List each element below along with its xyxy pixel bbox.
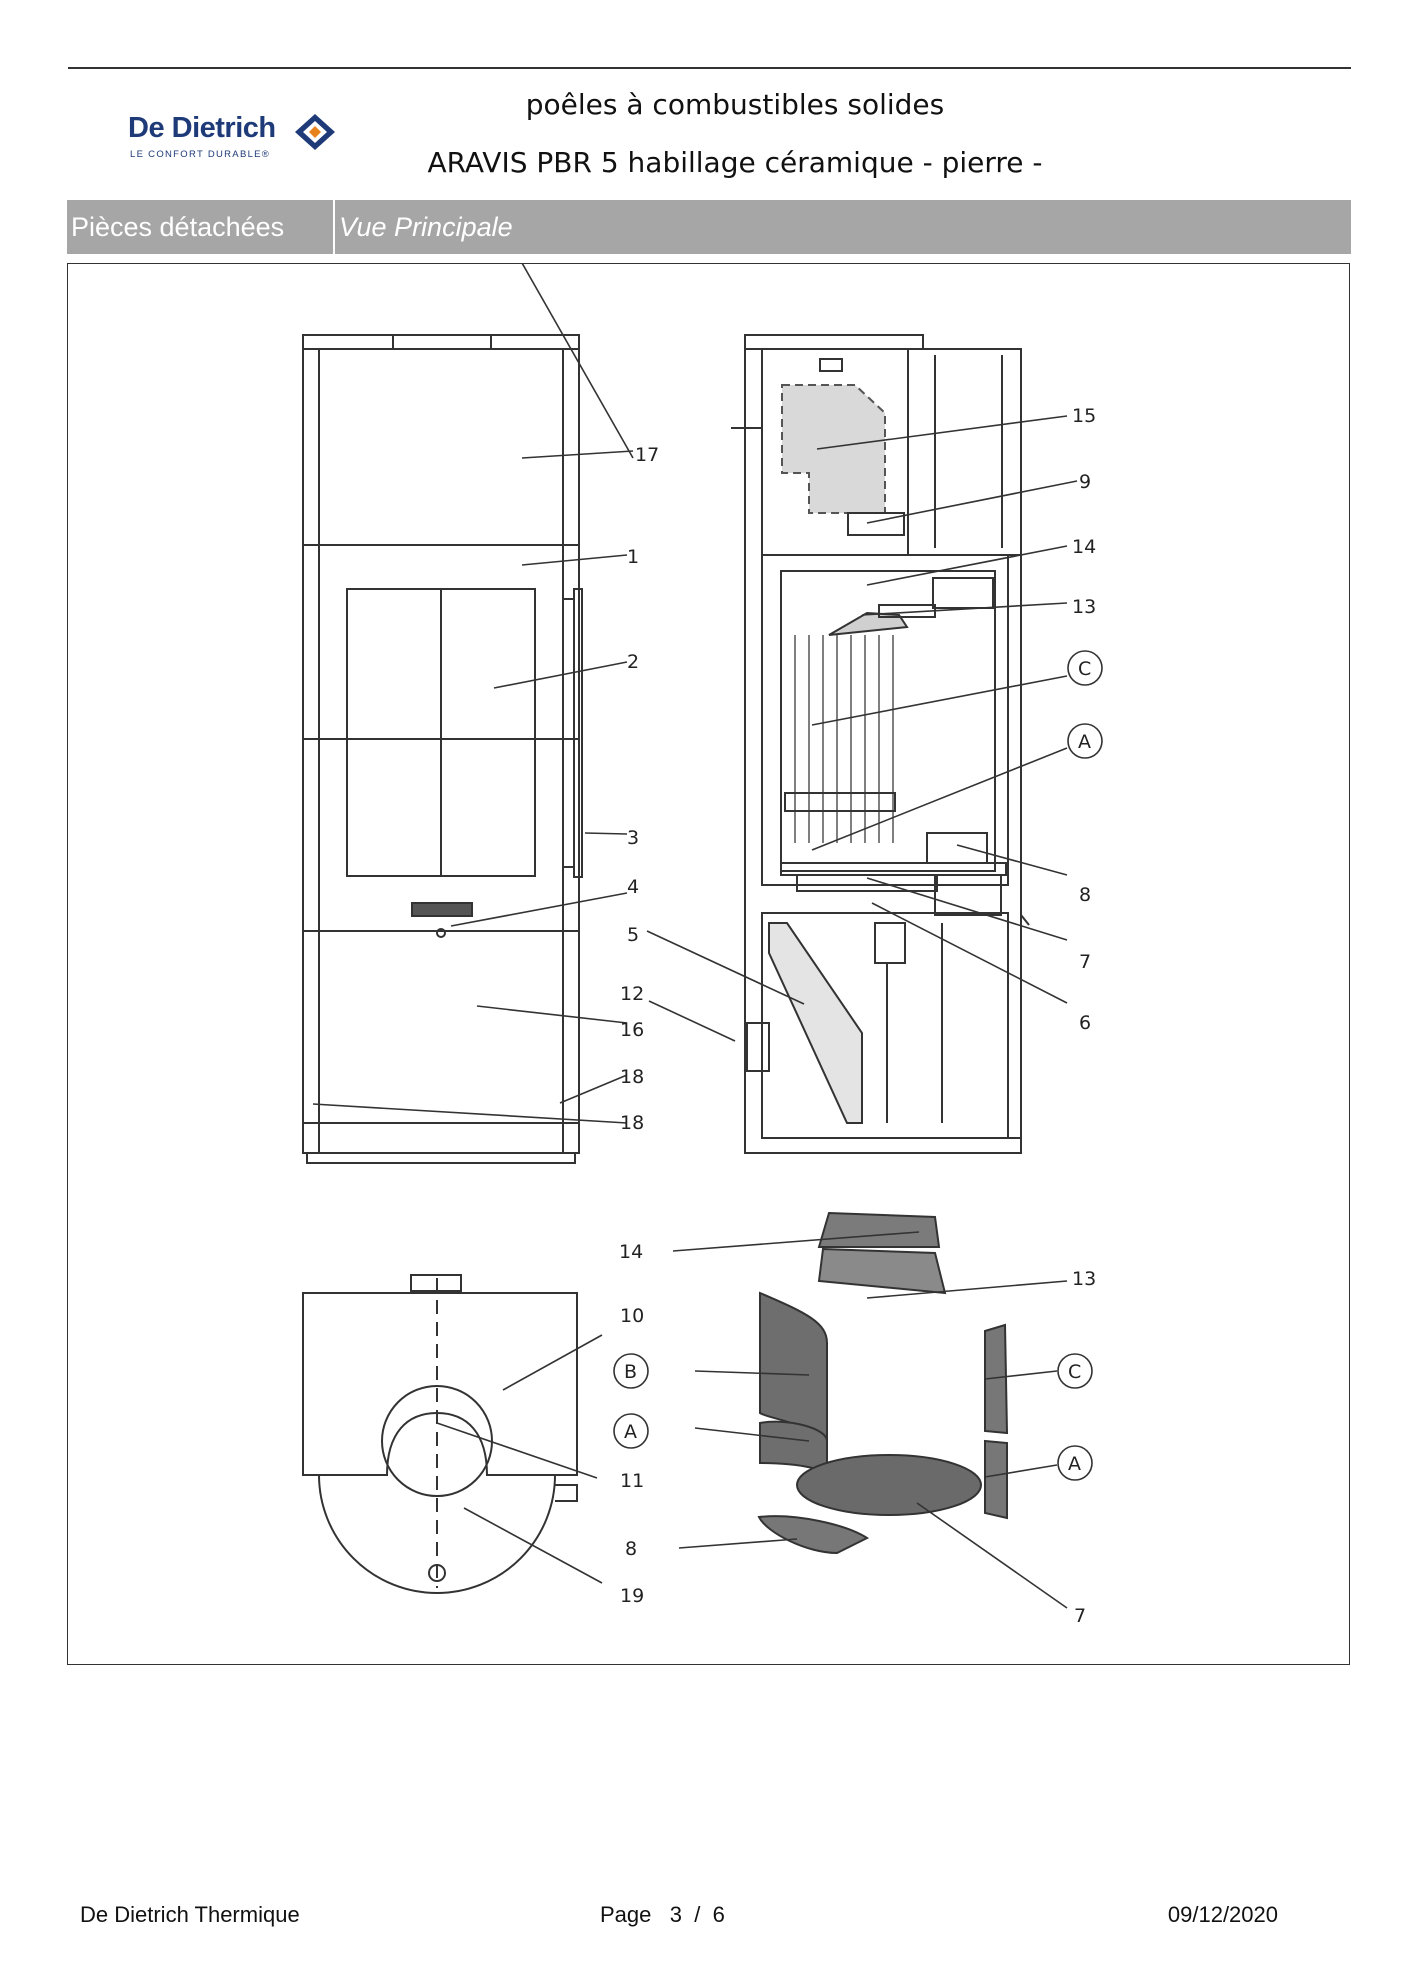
drawing-frame xyxy=(67,263,1350,1665)
callout-1: 1 xyxy=(627,546,639,568)
callout-18-upper: 18 xyxy=(620,1066,644,1088)
brand-logo: De Dietrich LE CONFORT DURABLE® xyxy=(128,112,348,164)
callout-6: 6 xyxy=(1079,1012,1091,1034)
footer-pagination: Page 3 / 6 xyxy=(600,1902,725,1928)
callout-17: 17 xyxy=(635,444,659,466)
part-callout-8: 8 xyxy=(625,1538,637,1560)
section-label: Pièces détachées xyxy=(67,200,335,254)
callout-5: 5 xyxy=(627,924,639,946)
page-label: Page xyxy=(600,1902,652,1927)
part-callout-C: C xyxy=(1068,1361,1081,1383)
callout-9: 9 xyxy=(1079,471,1091,493)
stove-side-cutaway-view xyxy=(731,334,1030,1154)
letter-callout-circles xyxy=(613,650,1103,1481)
callout-11: 11 xyxy=(620,1470,644,1492)
exploded-refractory-parts xyxy=(757,1211,1009,1555)
footer-company: De Dietrich Thermique xyxy=(80,1902,300,1927)
page-current: 3 xyxy=(669,1902,682,1927)
leader-lines xyxy=(312,263,1078,1609)
callout-19: 19 xyxy=(620,1585,644,1607)
callout-18-lower: 18 xyxy=(620,1112,644,1134)
section-bar: Pièces détachées Vue Principale xyxy=(67,200,1351,254)
part-callout-13: 13 xyxy=(1072,1268,1096,1290)
stove-front-view xyxy=(302,334,583,1164)
brand-name: De Dietrich xyxy=(128,112,276,144)
header-rule xyxy=(68,67,1351,69)
callout-16: 16 xyxy=(620,1019,644,1041)
exploded-parts-diagram: 17 1 2 3 4 5 12 16 18 18 15 9 14 13 C A … xyxy=(302,263,1103,1627)
part-callout-7: 7 xyxy=(1074,1605,1086,1627)
product-title: ARAVIS PBR 5 habillage céramique - pierr… xyxy=(427,146,1043,179)
callout-7: 7 xyxy=(1079,951,1091,973)
part-callout-A: A xyxy=(624,1421,637,1443)
document-category: poêles à combustibles solides xyxy=(525,88,945,121)
callout-2: 2 xyxy=(627,651,639,673)
footer-date: 09/12/2020 xyxy=(1167,1902,1278,1927)
callout-A: A xyxy=(1078,731,1091,753)
view-label: Vue Principale xyxy=(339,212,513,242)
diamond-logo-icon xyxy=(295,114,335,150)
page-total: 6 xyxy=(712,1902,725,1927)
callout-13: 13 xyxy=(1072,596,1096,618)
callout-15: 15 xyxy=(1072,405,1096,427)
page-separator: / xyxy=(694,1902,701,1927)
callout-4: 4 xyxy=(627,876,639,898)
callout-3: 3 xyxy=(627,827,639,849)
part-callout-B: B xyxy=(624,1361,637,1383)
callout-8: 8 xyxy=(1079,884,1091,906)
callout-10: 10 xyxy=(620,1305,644,1327)
callout-12: 12 xyxy=(620,983,644,1005)
part-callout-A2: A xyxy=(1068,1453,1081,1475)
callout-14: 14 xyxy=(1072,536,1096,558)
stove-top-view xyxy=(302,1274,578,1594)
part-callout-14: 14 xyxy=(619,1241,643,1263)
callout-C: C xyxy=(1078,658,1091,680)
brand-tagline: LE CONFORT DURABLE® xyxy=(130,149,271,160)
